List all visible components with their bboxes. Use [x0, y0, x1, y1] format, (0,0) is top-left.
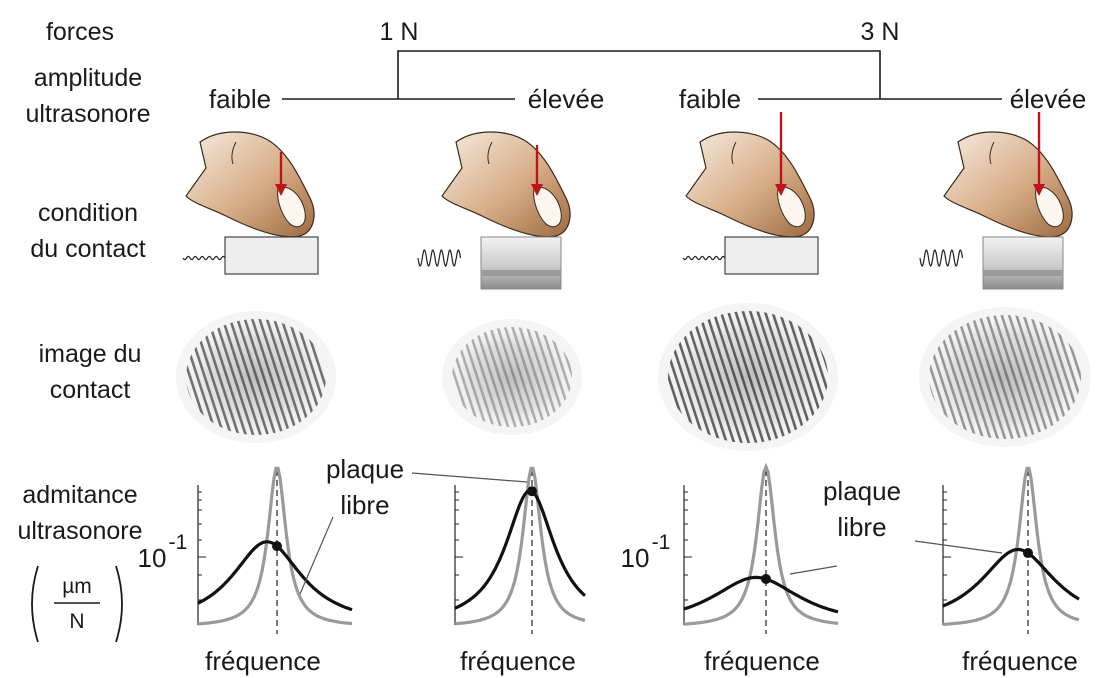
contact-image-3	[658, 303, 838, 451]
loaded-curve-2	[454, 489, 587, 610]
y-tick-exp-3: -1	[652, 531, 671, 554]
admittance-plots	[197, 462, 1080, 634]
vibration-wave-3	[682, 255, 726, 261]
amplitude-label-1: faible	[209, 84, 271, 114]
force-label-1n: 1 N	[380, 18, 419, 46]
contact-image-1	[176, 311, 336, 443]
x-axis-label-1: fréquence	[205, 646, 321, 676]
finger-crease-1	[231, 141, 237, 165]
contact-condition-4	[919, 112, 1073, 290]
force-label-3n: 3 N	[861, 18, 900, 46]
y-tick-label-3: 10	[621, 543, 650, 573]
admittance-plot-1	[197, 466, 353, 634]
resonance-point-2	[527, 486, 537, 497]
y-tick-exp-1: -1	[169, 531, 188, 554]
fingernail-2	[533, 186, 562, 228]
print-shade-3	[668, 311, 828, 443]
free-plate-curve-1	[197, 466, 353, 626]
print-shade-1	[186, 319, 326, 435]
row-label-condition-1: condition	[38, 199, 138, 227]
fingernail-1	[277, 186, 306, 228]
plate-shadow-2	[481, 270, 561, 276]
annotation-1-line-2: libre	[340, 490, 389, 520]
free-plate-curve-3	[683, 462, 839, 626]
row-label-amplitude-1: amplitude	[34, 64, 142, 92]
condition-tree	[282, 50, 1002, 100]
admittance-unit: µm N	[31, 565, 123, 643]
contact-image-4	[919, 307, 1091, 447]
amplitude-label-4: élevée	[1010, 84, 1087, 114]
print-shade-2	[452, 327, 572, 427]
row-label-admittance-1: admitance	[22, 481, 137, 509]
row-label-image-2: contact	[50, 376, 131, 404]
admittance-plot-3	[683, 462, 839, 634]
finger-crease-4	[989, 141, 995, 165]
row-label-condition-2: du contact	[30, 235, 145, 263]
contact-condition-2	[417, 131, 571, 290]
resonance-point-4	[1023, 548, 1033, 559]
contact-conditions	[182, 112, 1073, 290]
annotation-free-plate-2: plaque libre	[789, 476, 1003, 575]
annotation-1-line-1: plaque	[326, 454, 404, 484]
annotation-2-line-1: plaque	[823, 476, 901, 506]
vibration-wave-4	[919, 249, 964, 267]
resonance-point-3	[761, 574, 771, 585]
row-label-admittance-2: ultrasonore	[17, 517, 142, 545]
unit-numerator: µm	[62, 575, 92, 598]
loaded-curve-3	[683, 575, 839, 614]
row-label-amplitude-2: ultrasonore	[25, 100, 150, 128]
contact-condition-3	[682, 112, 819, 275]
contact-image-2	[442, 319, 582, 435]
fingernail-4	[1035, 186, 1064, 228]
admittance-plot-4	[942, 466, 1080, 634]
amplitude-label-2: élevée	[528, 84, 605, 114]
resonance-point-1	[272, 541, 282, 552]
plate-shadow-4	[983, 270, 1063, 276]
annotation-2-line-2: libre	[837, 512, 886, 542]
fingernail-3	[777, 186, 806, 228]
free-plate-curve-4	[942, 466, 1080, 626]
admittance-plot-2	[454, 466, 587, 634]
free-plate-curve-2	[454, 466, 586, 626]
vibration-wave-1	[182, 255, 226, 261]
row-label-forces: forces	[46, 18, 114, 46]
annotation-free-plate-1: plaque libre	[299, 454, 528, 595]
finger-crease-2	[487, 141, 493, 165]
print-shade-4	[929, 315, 1081, 439]
contact-condition-1	[182, 131, 319, 275]
plate-4	[982, 236, 1064, 290]
y-tick-label-1: 10	[138, 543, 167, 573]
amplitude-label-3: faible	[679, 84, 741, 114]
unit-denominator: N	[69, 610, 84, 633]
finger-crease-3	[731, 141, 737, 165]
loaded-curve-1	[197, 540, 353, 612]
loaded-curve-4	[942, 547, 1080, 608]
row-label-image-1: image du	[39, 340, 142, 368]
x-axis-label-4: fréquence	[962, 646, 1078, 676]
plate-3	[724, 236, 819, 275]
contact-images	[176, 303, 1091, 451]
plate-1	[224, 236, 319, 275]
vibration-wave-2	[417, 249, 462, 267]
x-axis-label-2: fréquence	[460, 646, 576, 676]
x-axis-label-3: fréquence	[704, 646, 820, 676]
plate-2	[480, 236, 562, 290]
